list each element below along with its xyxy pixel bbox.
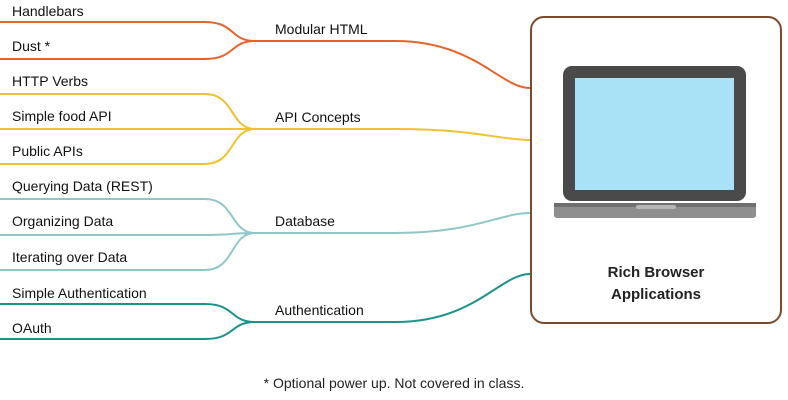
item-dust: Dust *: [12, 38, 51, 54]
connector-hub-2: [255, 212, 531, 234]
connector-hub-3: [255, 273, 531, 323]
item-organizing-data: Organizing Data: [12, 213, 114, 229]
item-http-verbs: HTTP Verbs: [12, 73, 88, 89]
connector-hub-0: [255, 40, 531, 89]
hub-modular-html: Modular HTML: [275, 21, 368, 37]
item-handlebars: Handlebars: [12, 3, 84, 19]
item-public-apis: Public APIs: [12, 143, 83, 159]
footnote: * Optional power up. Not covered in clas…: [263, 375, 525, 391]
connector-0-0: [0, 21, 256, 42]
connector-1-0: [0, 93, 256, 130]
rich-browser-applications-box: Rich Browser Applications: [530, 16, 782, 324]
connector-0-1: [0, 40, 256, 60]
item-oauth: OAuth: [12, 320, 52, 336]
hub-database: Database: [275, 213, 335, 229]
target-label-line2: Applications: [610, 286, 701, 303]
laptop-icon: [554, 66, 756, 218]
connector-2-2: [0, 232, 256, 271]
item-iterating-data: Iterating over Data: [12, 249, 128, 265]
connector-3-0: [0, 303, 256, 323]
connector-1-2: [0, 128, 256, 165]
connector-hub-1: [255, 128, 531, 141]
target-label-line1: Rich Browser: [607, 264, 705, 281]
target-label: Rich Browser Applications: [532, 262, 780, 306]
connector-2-0: [0, 198, 256, 234]
connector-2-1: [0, 232, 256, 236]
item-simple-auth: Simple Authentication: [12, 285, 147, 301]
item-simple-food-api: Simple food API: [12, 108, 112, 124]
item-querying-data: Querying Data (REST): [12, 178, 153, 194]
hub-api-concepts: API Concepts: [275, 109, 361, 125]
connector-3-1: [0, 321, 256, 340]
hub-authentication: Authentication: [275, 302, 364, 318]
